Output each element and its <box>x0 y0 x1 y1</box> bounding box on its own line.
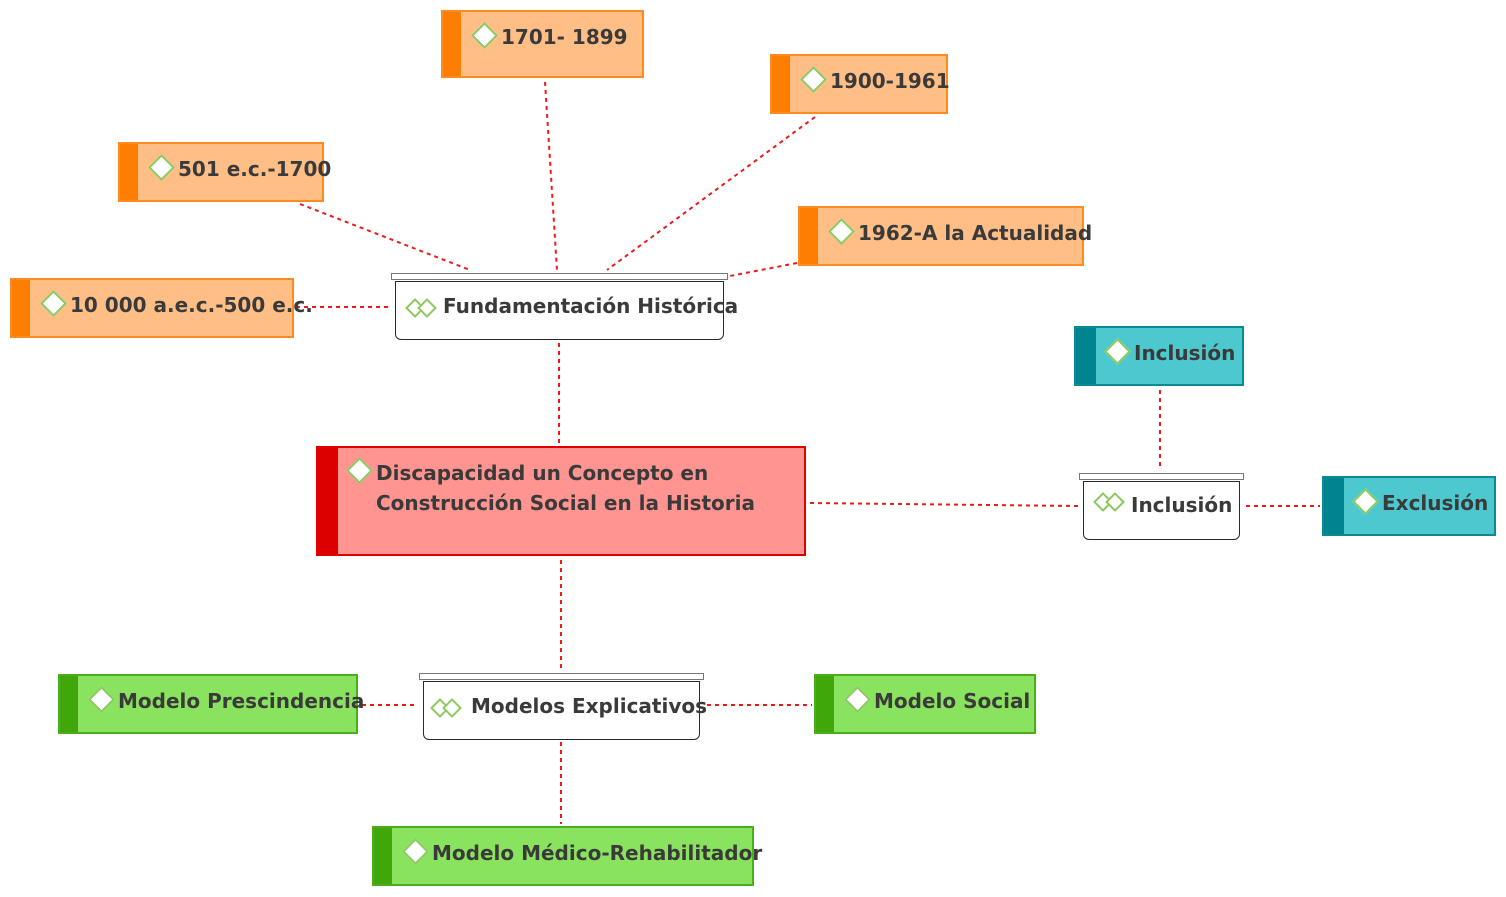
hub-cap <box>419 673 704 680</box>
topic-accent-bar <box>318 448 338 554</box>
topic-modelo-prescindencia[interactable]: Modelo Prescindencia <box>58 674 365 734</box>
topic-accent-bar <box>60 676 78 732</box>
topic-accent-bar <box>1324 478 1344 534</box>
diamond-icon <box>1104 338 1131 365</box>
connector-fundamentacion-501 <box>299 203 471 271</box>
topic-accent-bar <box>800 208 818 264</box>
topic-label: 1900-1961 <box>830 69 950 93</box>
central-topic[interactable]: Discapacidad un Concepto en Construcción… <box>316 446 806 556</box>
diamond-icon <box>402 838 429 865</box>
topic-modelo-medico-rehabilitador[interactable]: Modelo Médico-Rehabilitador <box>372 826 763 886</box>
topic-inclusion[interactable]: Inclusión <box>1074 326 1244 386</box>
diamond-icon <box>471 22 498 49</box>
topic-label: Inclusión <box>1134 341 1236 365</box>
hub-inclusion[interactable]: Inclusión <box>1079 473 1244 540</box>
topic-accent-bar <box>12 280 30 336</box>
diamond-icon <box>800 66 827 93</box>
topic-label: Modelo Médico-Rehabilitador <box>432 841 763 865</box>
hub-modelos-explicativos[interactable]: Modelos Explicativos <box>419 673 707 740</box>
diamond-icon <box>148 154 175 181</box>
central-topic-label: Discapacidad un Concepto en Construcción… <box>376 461 755 515</box>
topic-label: 501 e.c.-1700 <box>178 157 332 181</box>
topic-modelo-social[interactable]: Modelo Social <box>814 674 1036 734</box>
double-diamond-icon <box>405 298 440 319</box>
hub-cap <box>1079 473 1244 480</box>
double-diamond-icon <box>430 698 465 719</box>
topic-label: 1962-A la Actualidad <box>858 221 1093 245</box>
hub-cap <box>391 273 728 280</box>
diamond-icon <box>40 290 67 317</box>
topic-accent-bar <box>443 12 461 76</box>
topic-accent-bar <box>816 676 834 732</box>
hub-label: Fundamentación Histórica <box>443 294 739 318</box>
topic-1962-actualidad[interactable]: 1962-A la Actualidad <box>798 206 1093 266</box>
topic-501-1700[interactable]: 501 e.c.-1700 <box>118 142 332 202</box>
topic-label: Exclusión <box>1382 491 1489 515</box>
hub-fundamentacion-historica[interactable]: Fundamentación Histórica <box>391 273 738 340</box>
topic-accent-bar <box>120 144 138 200</box>
connector-fundamentacion-1900 <box>606 116 816 271</box>
topic-exclusion[interactable]: Exclusión <box>1322 476 1496 536</box>
connector-fundamentacion-1701 <box>544 81 558 271</box>
topic-10000-aec-500-ec[interactable]: 10 000 a.e.c.-500 e.c. <box>10 278 313 338</box>
diamond-icon <box>346 457 373 484</box>
hub-label: Inclusión <box>1131 493 1233 517</box>
topic-label: Modelo Prescindencia <box>118 689 365 713</box>
diamond-icon <box>88 686 115 713</box>
topic-label: Modelo Social <box>874 689 1031 713</box>
topic-accent-bar <box>772 56 790 112</box>
diamond-icon <box>828 218 855 245</box>
topic-label: 10 000 a.e.c.-500 e.c. <box>70 293 313 317</box>
connector-fundamentacion-1962 <box>729 262 798 277</box>
topic-accent-bar <box>1076 328 1096 384</box>
hub-label: Modelos Explicativos <box>471 694 708 718</box>
diamond-icon <box>844 686 871 713</box>
topic-accent-bar <box>374 828 392 884</box>
double-diamond-icon <box>1093 492 1128 513</box>
diamond-icon <box>1352 488 1379 515</box>
topic-label: 1701- 1899 <box>501 25 628 49</box>
connector-central-inclusion <box>809 502 1079 507</box>
topic-1701-1899[interactable]: 1701- 1899 <box>441 10 644 78</box>
topic-1900-1961[interactable]: 1900-1961 <box>770 54 950 114</box>
